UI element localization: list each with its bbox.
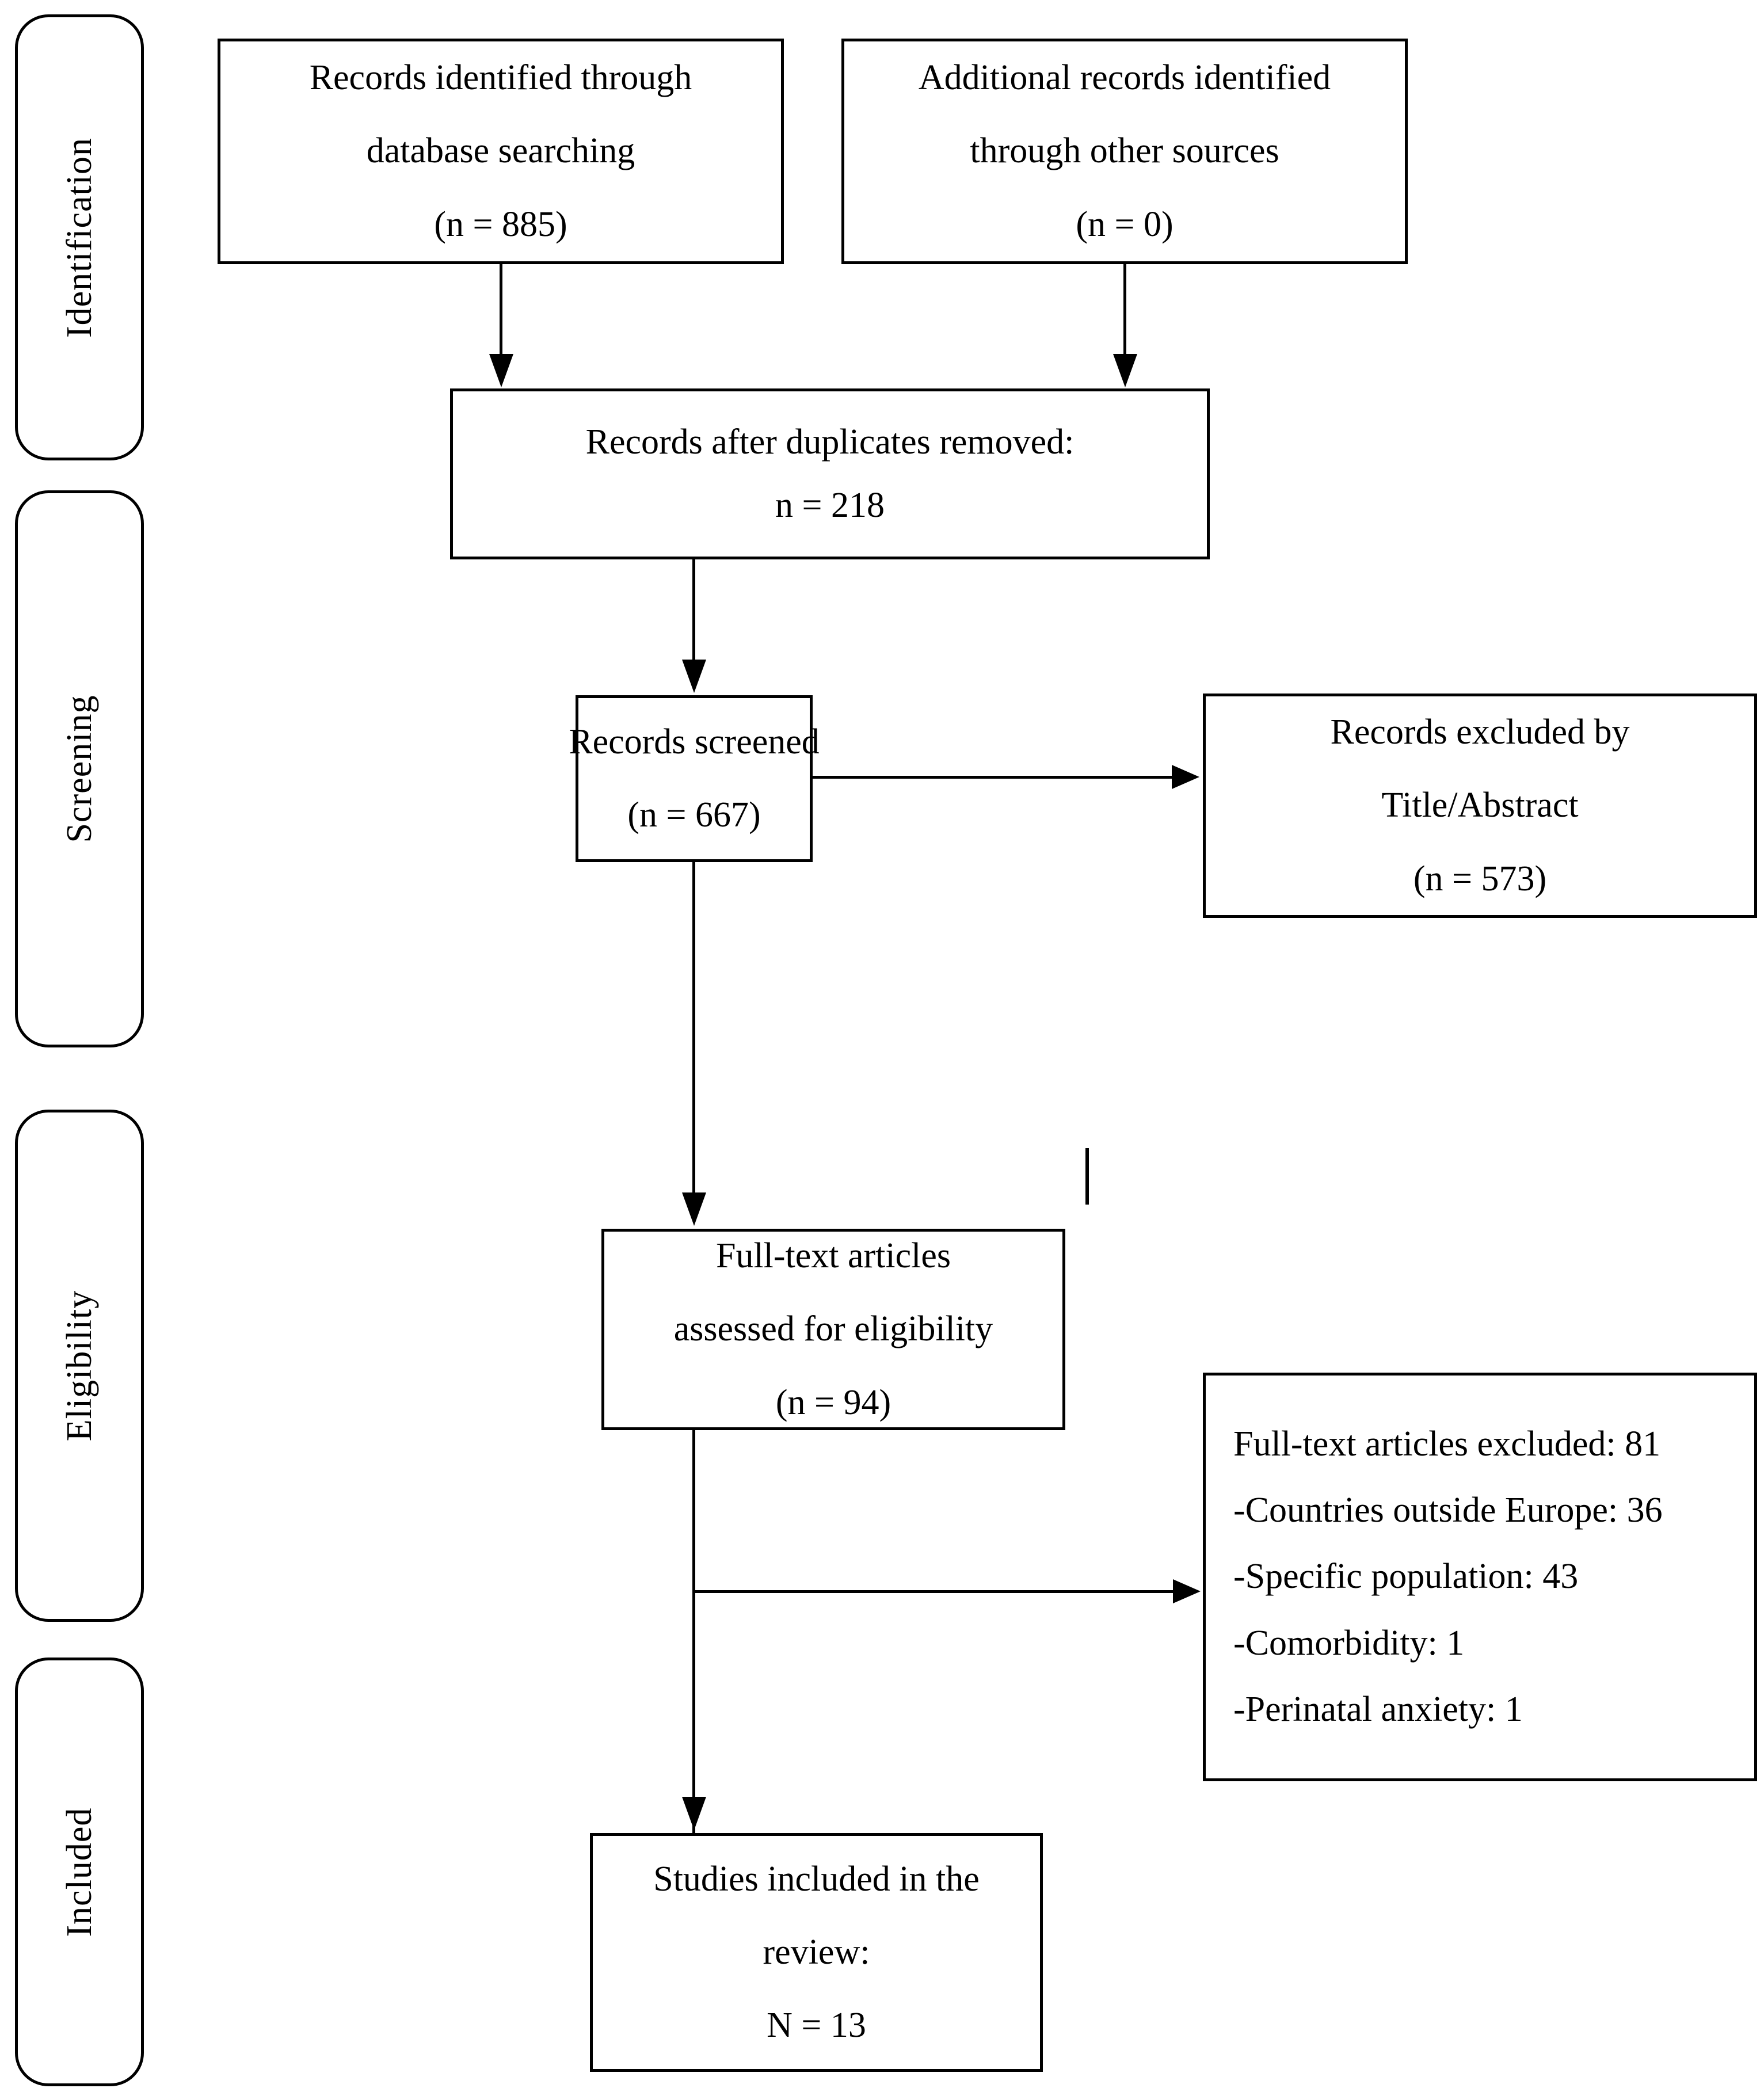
stray-tick-mark	[1085, 1148, 1089, 1205]
box-records-screened: Records screened (n = 667)	[569, 695, 820, 862]
box-line: Records after duplicates removed:	[585, 422, 1075, 462]
stage-rail-eligibility: Eligibility	[15, 1110, 144, 1622]
box-line: Records excluded by	[1330, 712, 1630, 752]
box-fulltext-articles-excluded-reasons: Full-text articles excluded: 81 -Countri…	[1203, 1373, 1757, 1781]
connector-screened-to-fulltext	[692, 862, 695, 1195]
connector-database-to-duplicates	[500, 264, 502, 356]
box-records-excluded-title-abstract: Records excluded by Title/Abstract (n = …	[1203, 694, 1757, 918]
box-line: review:	[763, 1932, 870, 1972]
box-line: n = 218	[775, 485, 885, 525]
box-additional-records-other-sources: Additional records identified through ot…	[841, 39, 1408, 264]
reason-line: -Perinatal anxiety: 1	[1233, 1689, 1523, 1729]
connector-fulltext-to-reasons	[692, 1590, 1174, 1593]
stage-label-eligibility: Eligibility	[60, 1290, 99, 1442]
box-line: assessed for eligibility	[673, 1309, 993, 1349]
box-line: Title/Abstract	[1381, 786, 1579, 825]
reason-line: Full-text articles excluded: 81	[1233, 1424, 1661, 1464]
reason-line: -Countries outside Europe: 36	[1233, 1491, 1663, 1530]
stage-label-included: Included	[60, 1807, 99, 1937]
reason-line: -Comorbidity: 1	[1233, 1623, 1465, 1663]
stage-rail-included: Included	[15, 1658, 144, 2086]
connector-other-sources-to-duplicates	[1123, 264, 1126, 356]
arrowhead-database-to-duplicates	[489, 354, 513, 387]
reason-line: -Specific population: 43	[1233, 1557, 1579, 1597]
connector-fulltext-to-included	[692, 1430, 695, 1856]
stage-label-screening: Screening	[60, 695, 99, 843]
box-line: N = 13	[767, 2006, 866, 2045]
arrowhead-other-sources-to-duplicates	[1113, 354, 1137, 387]
box-line: through other sources	[970, 131, 1279, 171]
box-line: Studies included in the	[653, 1859, 980, 1899]
box-line: Records identified through	[309, 58, 692, 98]
box-line: (n = 0)	[1076, 204, 1174, 244]
box-line: Full-text articles	[715, 1236, 951, 1276]
stage-rail-screening: Screening	[15, 490, 144, 1047]
arrowhead-duplicates-to-screened	[682, 660, 706, 693]
box-line: database searching	[366, 131, 635, 171]
box-line: (n = 94)	[775, 1382, 891, 1422]
box-line: (n = 885)	[434, 204, 567, 244]
box-studies-included-in-review: Studies included in the review: N = 13	[590, 1833, 1043, 2072]
box-line: Records screened	[569, 722, 820, 761]
connector-duplicates-to-screened	[692, 559, 695, 662]
box-line: (n = 573)	[1413, 859, 1547, 898]
box-line: (n = 667)	[627, 795, 761, 835]
arrowhead-screened-to-excluded	[1172, 765, 1199, 789]
arrowhead-fulltext-to-included	[682, 1797, 706, 1830]
box-records-after-duplicates-removed: Records after duplicates removed: n = 21…	[450, 388, 1210, 559]
arrowhead-fulltext-to-reasons	[1173, 1579, 1201, 1603]
box-line: Additional records identified	[918, 58, 1331, 98]
box-records-identified-database: Records identified through database sear…	[218, 39, 784, 264]
stage-label-identification: Identification	[60, 137, 99, 338]
stage-rail-identification: Identification	[15, 14, 144, 460]
arrowhead-screened-to-fulltext	[682, 1192, 706, 1226]
connector-screened-to-excluded	[813, 776, 1173, 779]
box-fulltext-assessed-eligibility: Full-text articles assessed for eligibil…	[601, 1229, 1065, 1430]
